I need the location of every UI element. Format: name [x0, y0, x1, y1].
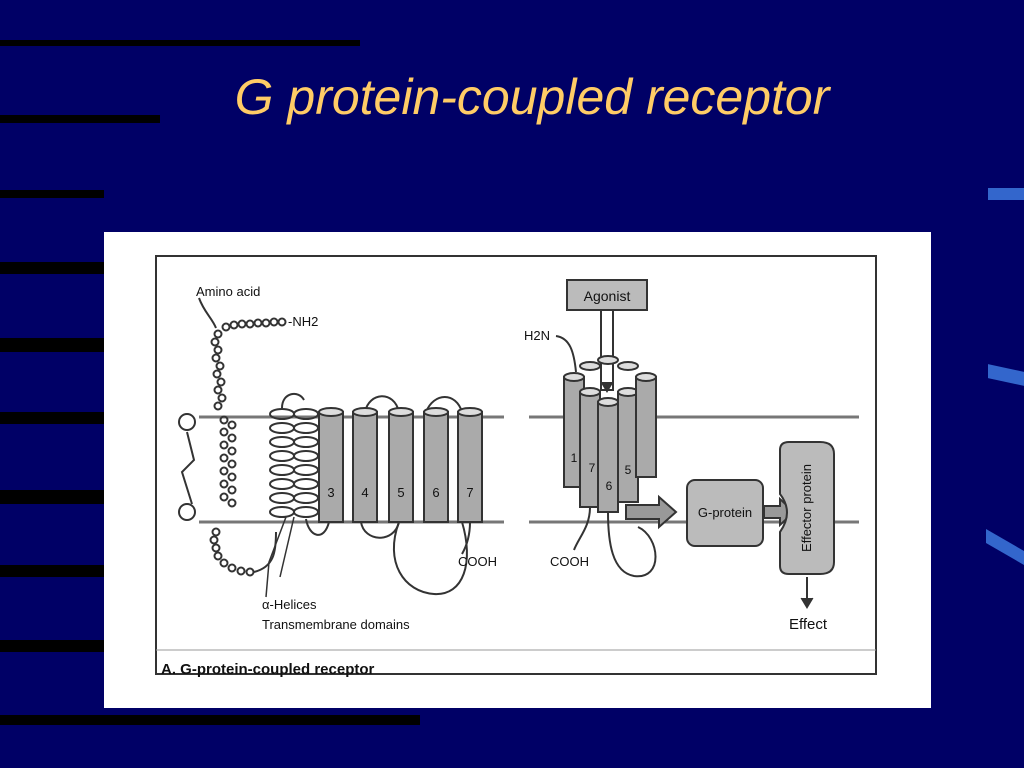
svg-text:5: 5	[625, 463, 632, 477]
h2n-label: H2N	[524, 328, 550, 343]
svg-text:1: 1	[571, 451, 578, 465]
lipid-tail-icon	[180, 431, 196, 505]
helix-cylinder-7: 7	[457, 407, 483, 523]
background-stripe	[0, 262, 104, 274]
background-stripe	[0, 338, 104, 352]
effect-label: Effect	[789, 616, 828, 633]
background-stripe	[0, 412, 104, 424]
svg-text:4: 4	[361, 485, 368, 500]
background-stripe	[0, 490, 104, 504]
nh2-label: -NH2	[288, 314, 318, 329]
intracellular-loops	[573, 506, 657, 578]
lipid-head-icon	[178, 413, 196, 431]
svg-text:6: 6	[606, 479, 613, 493]
cooh-label-left: COOH	[458, 554, 497, 569]
alpha-helices-label: α-Helices	[262, 597, 317, 612]
connecting-loops	[305, 395, 468, 596]
amino-acid-label: Amino acid	[196, 284, 260, 299]
activation-arrow-icon	[625, 494, 678, 530]
n-terminus	[555, 335, 577, 373]
effector-protein-box	[779, 441, 835, 575]
background-stripe	[0, 565, 104, 577]
background-stripe	[0, 115, 160, 123]
label-pointer	[265, 516, 287, 598]
transmembrane-domains-label: Transmembrane domains	[262, 617, 410, 632]
agonist-arrow-icon	[600, 381, 614, 393]
background-stripe	[0, 715, 420, 725]
cooh-tail	[461, 521, 471, 555]
svg-text:3: 3	[327, 485, 334, 500]
agonist-rod	[600, 309, 614, 391]
helix-cylinder-4: 4	[352, 407, 378, 523]
svg-text:7: 7	[466, 485, 473, 500]
background-stripe	[0, 640, 104, 652]
decorative-bar	[986, 529, 1024, 565]
figure-caption: A. G-protein-coupled receptor	[161, 661, 375, 678]
label-pointer	[279, 516, 295, 578]
helix-cylinder-6: 6	[423, 407, 449, 523]
receptor-bundle: 1 7 6 5	[563, 355, 657, 513]
decorative-bar	[988, 188, 1024, 200]
agonist-label: Agonist	[584, 288, 631, 304]
slide-title: G protein-coupled receptor	[234, 69, 830, 125]
svg-text:5: 5	[397, 485, 404, 500]
cooh-label-right: COOH	[550, 554, 589, 569]
amino-acid-chain	[198, 297, 287, 577]
background-stripe	[0, 190, 104, 198]
svg-text:6: 6	[432, 485, 439, 500]
helix-cylinder-3: 3	[318, 407, 344, 523]
lipid-head-icon	[178, 503, 196, 521]
svg-text:7: 7	[589, 461, 596, 475]
gpcr-diagram: 3 4 5 6 7 Amino acid -NH2 α-Helices	[155, 255, 877, 678]
background-stripe	[0, 40, 360, 46]
effect-arrowhead-icon	[800, 597, 814, 609]
helix-cylinder-5: 5	[388, 407, 414, 523]
effector-protein-label: Effector protein	[799, 464, 814, 552]
g-protein-label: G-protein	[698, 505, 752, 520]
gpcr-figure: 3 4 5 6 7 Amino acid -NH2 α-Helices	[104, 232, 931, 708]
decorative-bar	[988, 364, 1024, 386]
